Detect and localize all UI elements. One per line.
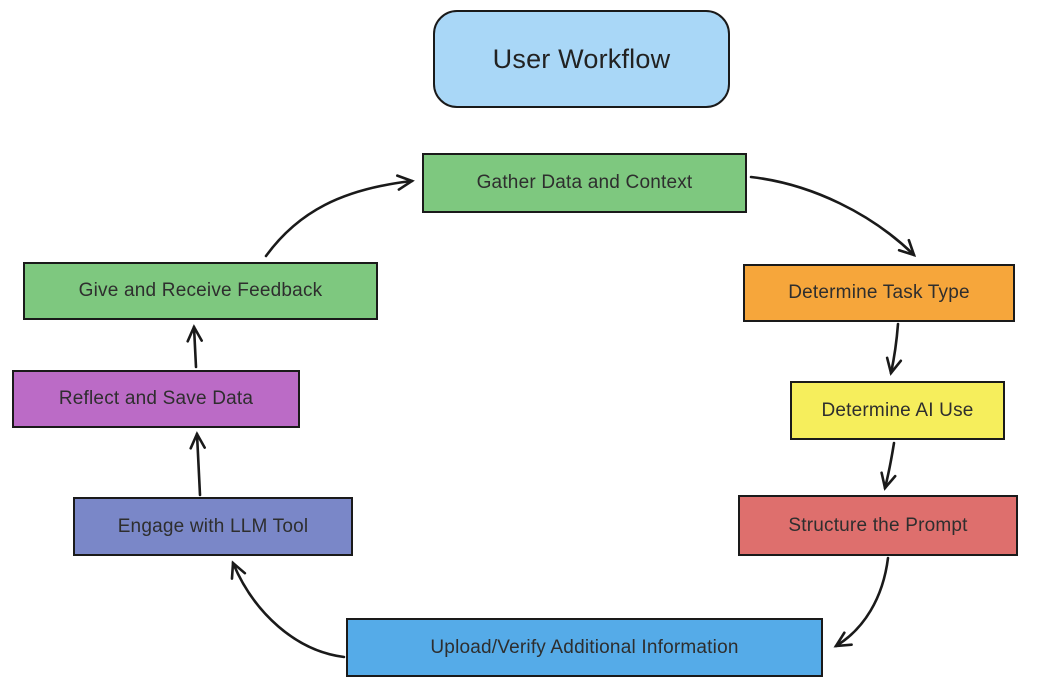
edge-aiuse-to-structure [880,441,897,491]
node-give-and-receive-feedback: Give and Receive Feedback [23,262,378,320]
node-structure-the-prompt: Structure the Prompt [738,495,1018,556]
edge-upload-to-engage [230,560,346,659]
edge-gather-to-task [749,175,917,258]
title-label: User Workflow [492,43,671,74]
node-gather-data-and-context: Gather Data and Context [422,153,747,213]
node-engage-with-llm-tool: Engage with LLM Tool [73,497,353,556]
node-label: Give and Receive Feedback [78,280,323,301]
node-determine-task-type: Determine Task Type [743,264,1015,322]
node-label: Engage with LLM Tool [117,515,309,537]
node-label: Determine AI Use [821,399,974,421]
node-upload-verify-additional-information: Upload/Verify Additional Information [346,618,823,677]
edge-reflect-to-feedback [186,324,203,369]
node-determine-ai-use: Determine AI Use [790,381,1005,440]
node-label: Gather Data and Context [476,172,693,193]
node-reflect-and-save-data: Reflect and Save Data [12,370,300,428]
edge-structure-to-upload [833,556,890,648]
edge-task-to-aiuse [885,322,903,376]
node-label: Structure the Prompt [788,514,968,536]
edge-feedback-to-gather [264,174,415,258]
node-label: Reflect and Save Data [58,388,254,409]
node-label: Upload/Verify Additional Information [430,636,739,658]
edge-engage-to-reflect [189,431,206,497]
title-node: User Workflow [433,10,730,108]
node-label: Determine Task Type [788,282,970,303]
